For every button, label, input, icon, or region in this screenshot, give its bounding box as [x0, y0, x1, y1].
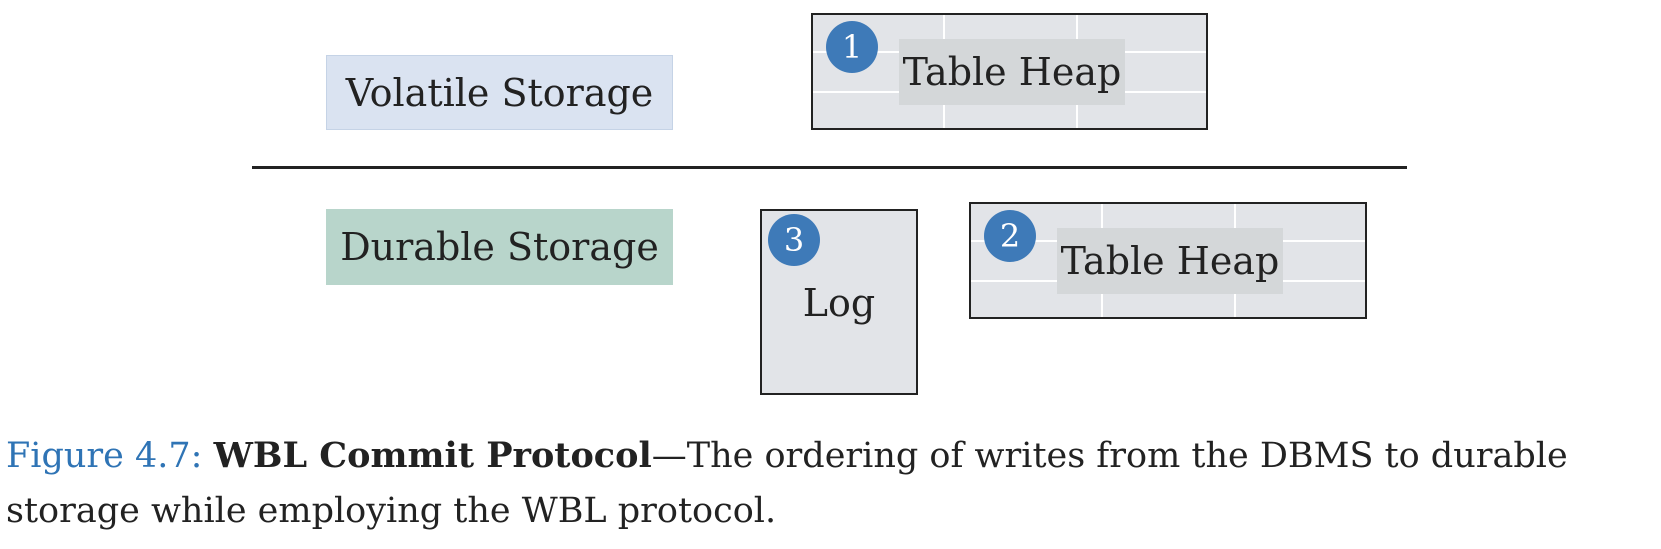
figure-number: Figure 4.7: — [6, 436, 203, 476]
durable-table-heap: Table Heap — [969, 202, 1367, 319]
step-badge-2: 2 — [984, 210, 1036, 262]
volatile-storage-label: Volatile Storage — [326, 55, 673, 130]
step-badge-3: 3 — [768, 214, 820, 266]
figure-caption: Figure 4.7: WBL Commit Protocol—The orde… — [6, 428, 1656, 539]
volatile-table-heap: Table Heap — [811, 13, 1208, 130]
figure-title: WBL Commit Protocol — [213, 435, 652, 476]
log-label: Log — [802, 281, 876, 325]
durable-table-heap-label: Table Heap — [1057, 228, 1283, 294]
step-badge-1: 1 — [826, 21, 878, 73]
durable-storage-text: Durable Storage — [340, 225, 659, 269]
volatile-table-heap-label: Table Heap — [899, 39, 1125, 105]
volatile-storage-text: Volatile Storage — [345, 70, 654, 115]
storage-divider — [252, 166, 1407, 169]
caption-dash: — — [651, 436, 687, 476]
durable-storage-label: Durable Storage — [326, 209, 673, 285]
caption-text: The ordering of writes from the DBMS to … — [6, 436, 1568, 531]
